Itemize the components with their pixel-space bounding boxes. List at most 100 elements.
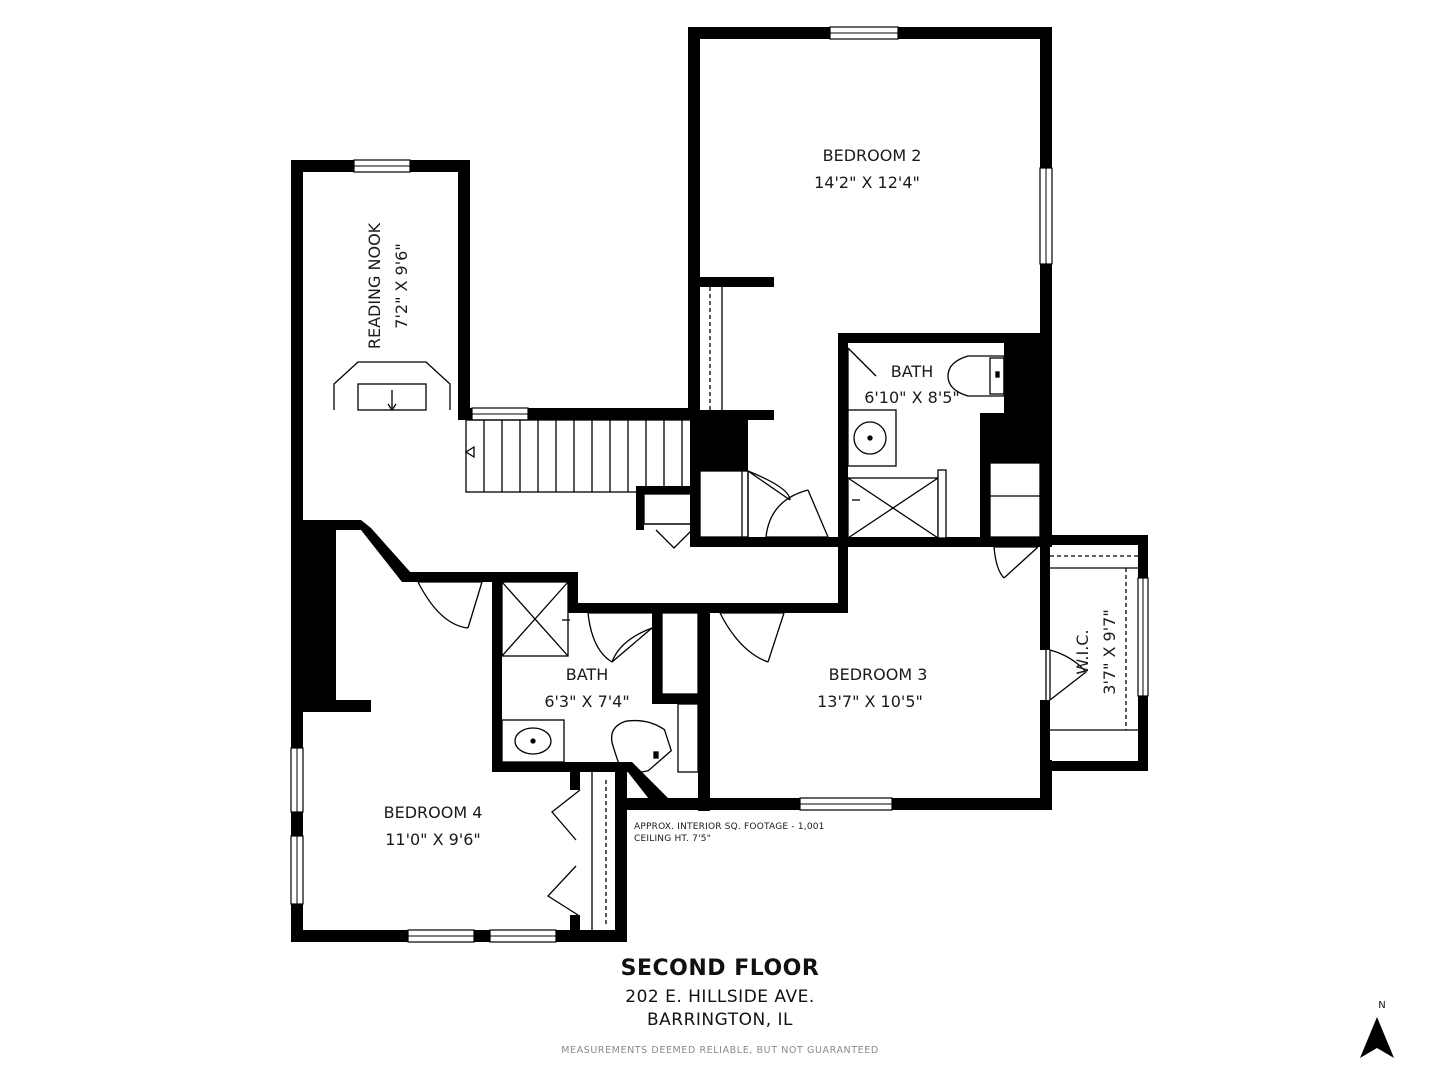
disclaimer: MEASUREMENTS DEEMED RELIABLE, BUT NOT GU… xyxy=(561,1045,879,1056)
wall xyxy=(636,486,696,494)
address-line2: BARRINGTON, IL xyxy=(647,1010,793,1030)
stair-treads xyxy=(483,420,683,492)
wall xyxy=(291,410,303,520)
wall xyxy=(1040,535,1148,545)
wic-label: W.I.C. 3'7" X 9'7" xyxy=(1073,609,1119,694)
wall xyxy=(838,333,1040,343)
door-swing xyxy=(993,546,1005,579)
wall xyxy=(291,700,303,942)
wall xyxy=(838,333,848,547)
room-name-bedroom2: BEDROOM 2 xyxy=(823,146,922,165)
wall xyxy=(690,413,700,547)
wall xyxy=(698,613,710,811)
wall xyxy=(615,770,627,942)
wall xyxy=(1040,27,1052,547)
door xyxy=(767,612,785,663)
wall xyxy=(1040,760,1052,810)
door-swing xyxy=(719,612,769,663)
door xyxy=(611,627,653,663)
wall xyxy=(291,700,371,712)
room-name-bath-upper: BATH xyxy=(891,362,933,381)
bifold-door xyxy=(546,865,579,916)
shower xyxy=(501,581,569,657)
wall xyxy=(568,572,578,612)
sq-footage-note: APPROX. INTERIOR SQ. FOOTAGE - 1,001 xyxy=(634,822,825,832)
north-arrow-icon xyxy=(1360,1017,1394,1058)
sink-vanity xyxy=(847,409,897,467)
door-swing xyxy=(655,529,693,549)
toilet-tank xyxy=(989,357,1005,395)
room-name-wic: W.I.C. xyxy=(1073,629,1092,674)
north-label: N xyxy=(1378,1000,1386,1011)
door xyxy=(847,347,877,377)
wall xyxy=(1040,700,1050,765)
address-line1: 202 E. HILLSIDE AVE. xyxy=(625,987,815,1007)
room-dims-bedroom2: 14'2" X 12'4" xyxy=(814,173,920,192)
wall xyxy=(1040,545,1050,650)
linen-closet xyxy=(989,462,1041,538)
bifold-door xyxy=(551,789,581,841)
wall xyxy=(291,520,361,530)
closet xyxy=(699,470,749,538)
room-dims-reading-nook: 7'2" X 9'6" xyxy=(392,243,411,328)
wall xyxy=(688,27,700,420)
sink-basin-icon xyxy=(853,421,887,455)
wall xyxy=(980,413,990,547)
wall xyxy=(652,694,704,704)
wall xyxy=(620,762,668,808)
wall xyxy=(291,520,336,706)
door xyxy=(807,489,829,538)
wall xyxy=(1040,761,1148,771)
closet xyxy=(677,703,699,773)
window-mullions xyxy=(296,32,1144,937)
shower-wall xyxy=(937,469,947,539)
door-swing xyxy=(587,612,613,663)
door xyxy=(1003,546,1039,579)
wall xyxy=(361,520,412,582)
toilet-icon xyxy=(610,719,673,773)
wall xyxy=(1004,343,1040,413)
wall xyxy=(402,572,578,582)
wall xyxy=(636,486,644,530)
room-labels: BEDROOM 2 14'2" X 12'4" READING NOOK 7'2… xyxy=(365,146,1119,849)
wall xyxy=(492,572,502,772)
room-dims-bedroom3: 13'7" X 10'5" xyxy=(817,692,923,711)
wall xyxy=(570,770,580,790)
door-swing xyxy=(417,581,469,629)
wall xyxy=(700,277,774,287)
room-name-bath-lower: BATH xyxy=(566,665,608,684)
wall xyxy=(838,543,848,613)
wall xyxy=(690,537,1040,547)
staircase xyxy=(465,419,693,493)
reading-nook-label: READING NOOK 7'2" X 9'6" xyxy=(365,222,411,349)
wall xyxy=(458,160,470,412)
room-dims-bath-upper: 6'10" X 8'5" xyxy=(864,388,960,407)
wall xyxy=(492,762,632,772)
closet xyxy=(661,612,699,695)
sink-basin-icon xyxy=(514,727,552,755)
ceiling-height-note: CEILING HT. 7'5" xyxy=(634,834,711,844)
floor-title: SECOND FLOOR xyxy=(620,956,820,981)
door-swing xyxy=(765,489,809,538)
down-arrow-icon xyxy=(387,403,397,412)
room-dims-wic: 3'7" X 9'7" xyxy=(1100,609,1119,694)
door-swing xyxy=(1049,649,1087,673)
wall xyxy=(291,160,303,422)
door xyxy=(467,581,483,629)
room-name-bedroom4: BEDROOM 4 xyxy=(384,803,483,822)
toilet-icon xyxy=(947,355,1005,397)
fixtures xyxy=(333,287,1138,930)
closet xyxy=(643,493,693,525)
room-name-reading-nook: READING NOOK xyxy=(365,222,384,349)
door xyxy=(1049,671,1087,701)
wall xyxy=(568,603,848,613)
stair-arrow-icon xyxy=(464,445,475,459)
room-dims-bath-lower: 6'3" X 7'4" xyxy=(544,692,629,711)
window-seat xyxy=(333,361,451,410)
room-dims-bedroom4: 11'0" X 9'6" xyxy=(385,830,481,849)
wall xyxy=(652,613,662,703)
sink-vanity xyxy=(501,719,565,763)
room-name-bedroom3: BEDROOM 3 xyxy=(829,665,928,684)
